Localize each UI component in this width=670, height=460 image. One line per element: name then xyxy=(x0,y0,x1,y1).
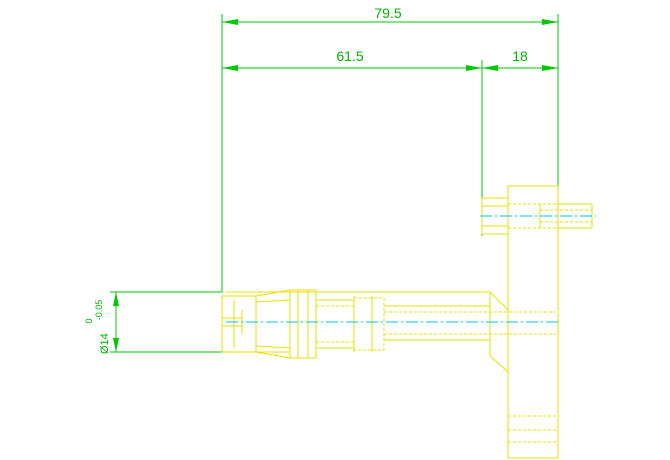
flange-chamfer-top xyxy=(489,291,509,311)
collar-hidden xyxy=(353,297,385,351)
dimension-diameter: Ø14 0 -0.05 xyxy=(84,291,222,354)
arrow-head-left xyxy=(222,19,238,25)
taper-bottom xyxy=(255,351,291,359)
dimension-label-overall: 79.5 xyxy=(374,5,401,21)
centerlines xyxy=(226,215,596,323)
collet-head xyxy=(221,295,257,353)
part-body xyxy=(221,289,556,359)
ring-section xyxy=(289,289,317,359)
tolerance-upper: 0 xyxy=(84,318,94,323)
arrow-head-right xyxy=(542,65,558,71)
dimension-overall-length: 79.5 xyxy=(221,5,559,292)
dimension-label-diameter: Ø14 xyxy=(99,333,111,354)
flange-chamfer-bottom xyxy=(489,355,509,373)
dimension-label-flange: 18 xyxy=(512,48,528,64)
tolerance-lower: -0.05 xyxy=(94,300,104,321)
arrow-head-right xyxy=(542,19,558,25)
taper-inner-top xyxy=(255,299,291,303)
taper-top xyxy=(255,289,291,297)
arrow-head-top xyxy=(113,292,119,306)
taper-inner-bottom xyxy=(255,345,291,349)
arrow-head-right xyxy=(466,65,482,71)
arrow-head-left xyxy=(482,65,498,71)
dimension-label-body: 61.5 xyxy=(336,48,363,64)
arrow-head-bottom xyxy=(113,338,119,352)
dimension-flange-offset: 18 xyxy=(482,48,558,71)
arrow-head-left xyxy=(222,65,238,71)
dimension-body-length: 61.5 xyxy=(222,48,483,236)
